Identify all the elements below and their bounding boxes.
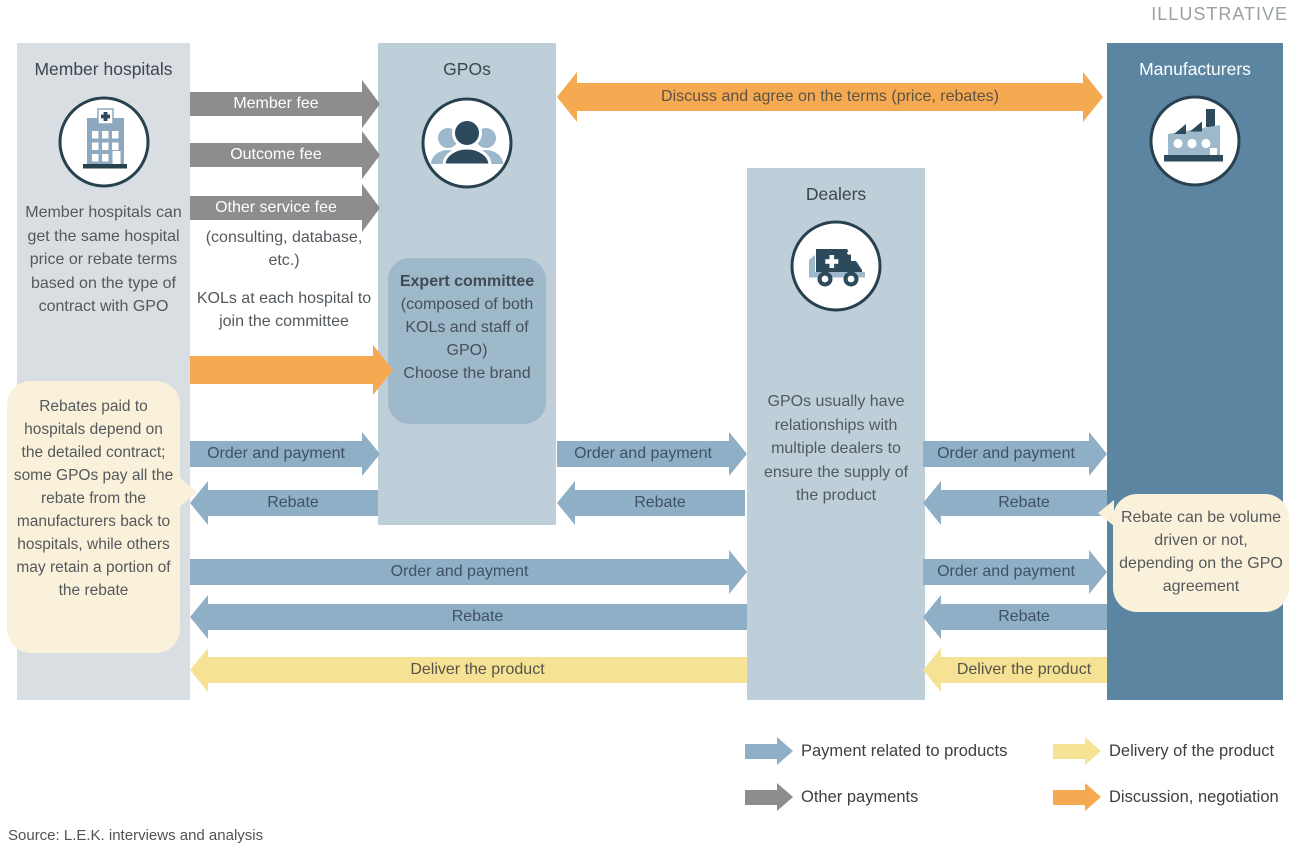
member-fee-label: Member fee xyxy=(190,92,362,116)
illustrative-tag: ILLUSTRATIVE xyxy=(1151,4,1288,24)
hospital-building-icon xyxy=(56,94,152,190)
rebate-label: Rebate xyxy=(575,490,745,516)
delivery-arrow-icon xyxy=(1053,737,1101,765)
arrowhead-right-icon xyxy=(1089,550,1107,594)
expert-committee-action: Choose the brand xyxy=(403,365,531,382)
order-payment-arrow-dealer-mfr-2: Order and payment xyxy=(923,550,1107,594)
arrowhead-left-icon xyxy=(557,481,575,525)
source-note: Source: L.E.K. interviews and analysis xyxy=(8,827,264,844)
kol-note: KOLs at each hospital to join the commit… xyxy=(196,290,372,330)
arrowhead-right-icon xyxy=(362,131,380,179)
callout-tail-icon xyxy=(179,477,197,507)
rebate-arrow-mfr-dealer: Rebate xyxy=(923,481,1107,525)
outcome-fee-arrow: Outcome fee xyxy=(190,131,380,179)
rebate-label: Rebate xyxy=(941,604,1107,630)
outcome-fee-label: Outcome fee xyxy=(190,143,362,167)
other-service-fee-note: (consulting, database, etc.) xyxy=(205,229,363,269)
arrowhead-right-icon xyxy=(1089,432,1107,476)
deliver-arrow-dealer-hosp: Deliver the product xyxy=(190,648,747,692)
legend-discussion-label: Discussion, negotiation xyxy=(1109,787,1279,806)
arrowhead-right-icon xyxy=(362,432,380,476)
expert-committee-title: Expert committee xyxy=(399,273,535,290)
rebate-arrow-mfr-dealer-2: Rebate xyxy=(923,595,1107,639)
order-payment-label: Order and payment xyxy=(190,441,362,467)
arrowhead-right-icon xyxy=(362,80,380,128)
volume-callout: Rebate can be volume driven or not, depe… xyxy=(1098,494,1289,612)
deliver-arrow-mfr-dealer: Deliver the product xyxy=(923,648,1107,692)
delivery-truck-icon xyxy=(788,218,884,314)
member-hospitals-title: Member hospitals xyxy=(34,59,173,79)
rebate-label: Rebate xyxy=(208,604,747,630)
order-payment-label: Order and payment xyxy=(923,559,1089,585)
order-payment-label: Order and payment xyxy=(190,559,729,585)
callout-tail-icon xyxy=(1098,500,1114,526)
arrowhead-right-icon xyxy=(729,550,747,594)
arrowhead-left-icon xyxy=(557,72,577,122)
rebates-callout-text: Rebates paid to hospitals depend on the … xyxy=(13,398,174,599)
rebate-arrow-gpo-hosp: Rebate xyxy=(190,481,378,525)
order-payment-arrow-gpo-dealer: Order and payment xyxy=(557,432,747,476)
deliver-label: Deliver the product xyxy=(941,657,1107,683)
rebate-arrow-dealer-hosp: Rebate xyxy=(190,595,747,639)
legend-item-delivery: Delivery of the product xyxy=(1053,735,1274,767)
member-fee-arrow: Member fee xyxy=(190,80,380,128)
discuss-terms-label: Discuss and agree on the terms (price, r… xyxy=(577,83,1083,111)
legend-delivery-label: Delivery of the product xyxy=(1109,741,1275,760)
discuss-terms-arrow: Discuss and agree on the terms (price, r… xyxy=(557,72,1103,122)
kol-join-arrow xyxy=(190,345,393,395)
legend-item-other: Other payments xyxy=(745,781,918,813)
expert-committee-subtitle: (composed of both KOLs and staff of GPO) xyxy=(400,296,534,359)
member-hospitals-description: Member hospitals can get the same hospit… xyxy=(25,204,182,315)
arrowhead-left-icon xyxy=(923,595,941,639)
rebates-callout: Rebates paid to hospitals depend on the … xyxy=(7,381,197,653)
other-service-fee-arrow: Other service fee xyxy=(190,184,380,232)
arrowhead-right-icon xyxy=(362,184,380,232)
legend-item-payment: Payment related to products xyxy=(745,735,1007,767)
expert-committee-box: Expert committee (composed of both KOLs … xyxy=(388,258,546,424)
order-payment-arrow-hosp-gpo: Order and payment xyxy=(190,432,380,476)
gpos-title: GPOs xyxy=(443,59,491,79)
payment-arrow-icon xyxy=(745,737,793,765)
order-payment-label: Order and payment xyxy=(557,441,729,467)
order-payment-label: Order and payment xyxy=(923,441,1089,467)
dealers-title: Dealers xyxy=(805,184,867,204)
arrowhead-left-icon xyxy=(190,648,208,692)
arrowhead-left-icon xyxy=(190,595,208,639)
arrowhead-right-icon xyxy=(373,345,393,395)
deliver-label: Deliver the product xyxy=(208,657,747,683)
factory-icon xyxy=(1147,93,1243,189)
rebate-arrow-dealer-gpo: Rebate xyxy=(557,481,745,525)
legend-payment-label: Payment related to products xyxy=(801,741,1008,760)
other-payments-arrow-icon xyxy=(745,783,793,811)
arrowhead-left-icon xyxy=(923,481,941,525)
legend-other-label: Other payments xyxy=(801,787,919,806)
rebate-label: Rebate xyxy=(941,490,1107,516)
discussion-arrow-icon xyxy=(1053,783,1101,811)
dealers-description: GPOs usually have relationships with mul… xyxy=(763,393,909,504)
volume-callout-text: Rebate can be volume driven or not, depe… xyxy=(1119,509,1283,595)
other-service-fee-label: Other service fee xyxy=(190,196,362,220)
arrowhead-left-icon xyxy=(923,648,941,692)
legend-item-discussion: Discussion, negotiation xyxy=(1053,781,1279,813)
arrowhead-right-icon xyxy=(1083,72,1103,122)
rebate-label: Rebate xyxy=(208,490,378,516)
people-group-icon xyxy=(419,95,515,191)
gpos-column: GPOs Expert committee (composed of both … xyxy=(378,43,556,525)
manufacturers-title: Manufacturers xyxy=(1139,59,1251,79)
order-payment-arrow-hosp-dealer: Order and payment xyxy=(190,550,747,594)
arrowhead-right-icon xyxy=(729,432,747,476)
order-payment-arrow-dealer-mfr: Order and payment xyxy=(923,432,1107,476)
dealers-column: Dealers GPOs usually have relationships … xyxy=(747,168,925,700)
